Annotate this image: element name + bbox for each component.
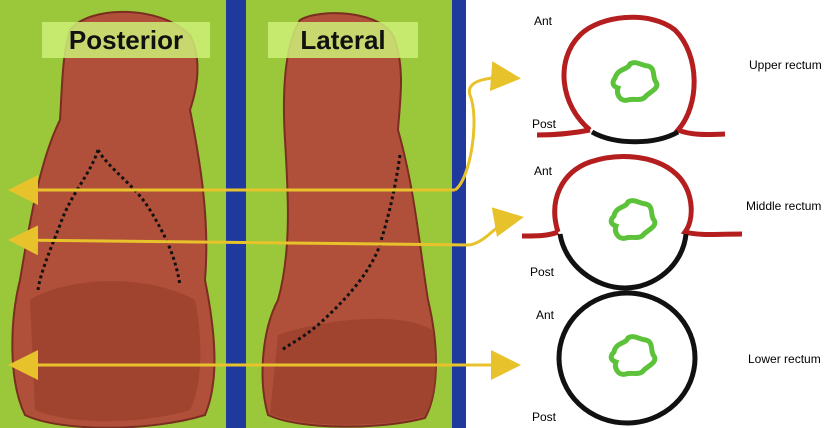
- middle-section-level-label: Middle rectum: [746, 199, 821, 213]
- lateral-panel-title: Lateral: [268, 22, 418, 58]
- middle-section-ant-label: Ant: [534, 164, 552, 178]
- lower-section-ant-label: Ant: [536, 308, 554, 322]
- middle-section-peritoneum: [555, 157, 742, 235]
- lower-section-lumen: [611, 337, 655, 375]
- lower-section-wall: [559, 293, 695, 423]
- posterior-specimen-shading: [30, 281, 200, 421]
- middle-section-bare-area: [560, 234, 686, 288]
- lateral-specimen-shading: [270, 319, 436, 425]
- middle-section-peritoneum-left-fold: [522, 232, 558, 236]
- upper-section-ant-label: Ant: [534, 14, 552, 28]
- lower-section-post-label: Post: [532, 410, 556, 424]
- middle-level-arrow-right: [470, 218, 518, 245]
- upper-section-lumen: [613, 63, 657, 101]
- lower-section-level-label: Lower rectum: [748, 352, 821, 366]
- middle-section-post-label: Post: [530, 265, 554, 279]
- upper-section-post-label: Post: [532, 117, 556, 131]
- middle-section-lumen: [611, 201, 655, 239]
- upper-section-level-label: Upper rectum: [749, 58, 822, 72]
- upper-section-bare-area: [592, 132, 678, 142]
- upper-section-peritoneum: [564, 17, 725, 134]
- posterior-panel-title: Posterior: [42, 22, 210, 58]
